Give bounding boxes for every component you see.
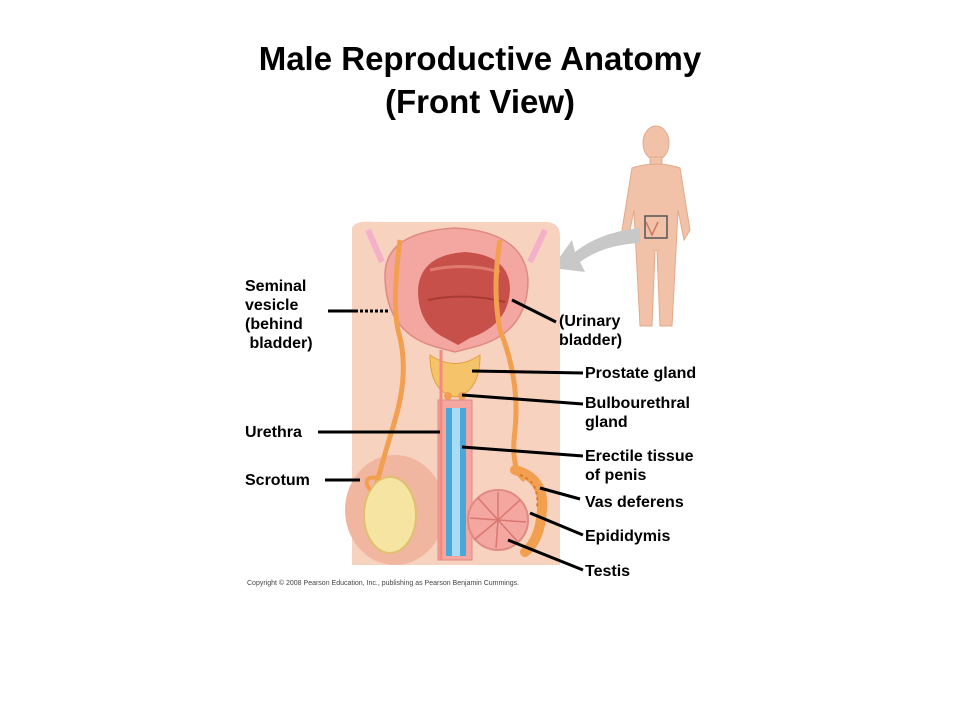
label-urethra: Urethra bbox=[245, 424, 302, 441]
page-subtitle: (Front View) bbox=[384, 83, 576, 120]
label-epididymis: Epididymis bbox=[585, 528, 671, 545]
left-epididymis bbox=[364, 475, 381, 492]
erectile-tissue-highlight bbox=[452, 408, 460, 556]
label-urinary-bladder: (Urinary bladder) bbox=[559, 313, 623, 349]
bulbourethral-left bbox=[444, 392, 452, 400]
label-vas-deferens: Vas deferens bbox=[585, 494, 684, 511]
page-title: Male Reproductive Anatomy bbox=[258, 40, 702, 77]
testis-lobules bbox=[469, 492, 527, 549]
epididymis-coil bbox=[519, 474, 539, 509]
label-prostate-gland: Prostate gland bbox=[585, 365, 697, 382]
zoom-box-detail bbox=[645, 221, 659, 237]
label-erectile-tissue: Erectile tissue of penis bbox=[585, 448, 694, 484]
label-seminal-vesicle: Seminal vesicle (behind bladder) bbox=[245, 278, 313, 352]
left-ureter bbox=[365, 228, 385, 264]
label-scrotum: Scrotum bbox=[245, 472, 310, 489]
body-silhouette bbox=[621, 125, 691, 327]
bladder-fold bbox=[429, 264, 501, 274]
copyright-notice: Copyright © 2008 Pearson Education, Inc.… bbox=[247, 580, 520, 587]
left-testis bbox=[363, 476, 417, 554]
label-bulbourethral-gland: Bulbourethral gland bbox=[585, 395, 690, 431]
zoom-arrow bbox=[552, 228, 640, 272]
zoom-box bbox=[644, 215, 668, 239]
label-testis: Testis bbox=[585, 563, 631, 580]
right-epididymis bbox=[510, 465, 548, 557]
left-vas-deferens bbox=[372, 239, 406, 491]
bladder-interior bbox=[418, 252, 510, 345]
right-ureter bbox=[527, 228, 548, 264]
leader-lines bbox=[318, 298, 584, 572]
